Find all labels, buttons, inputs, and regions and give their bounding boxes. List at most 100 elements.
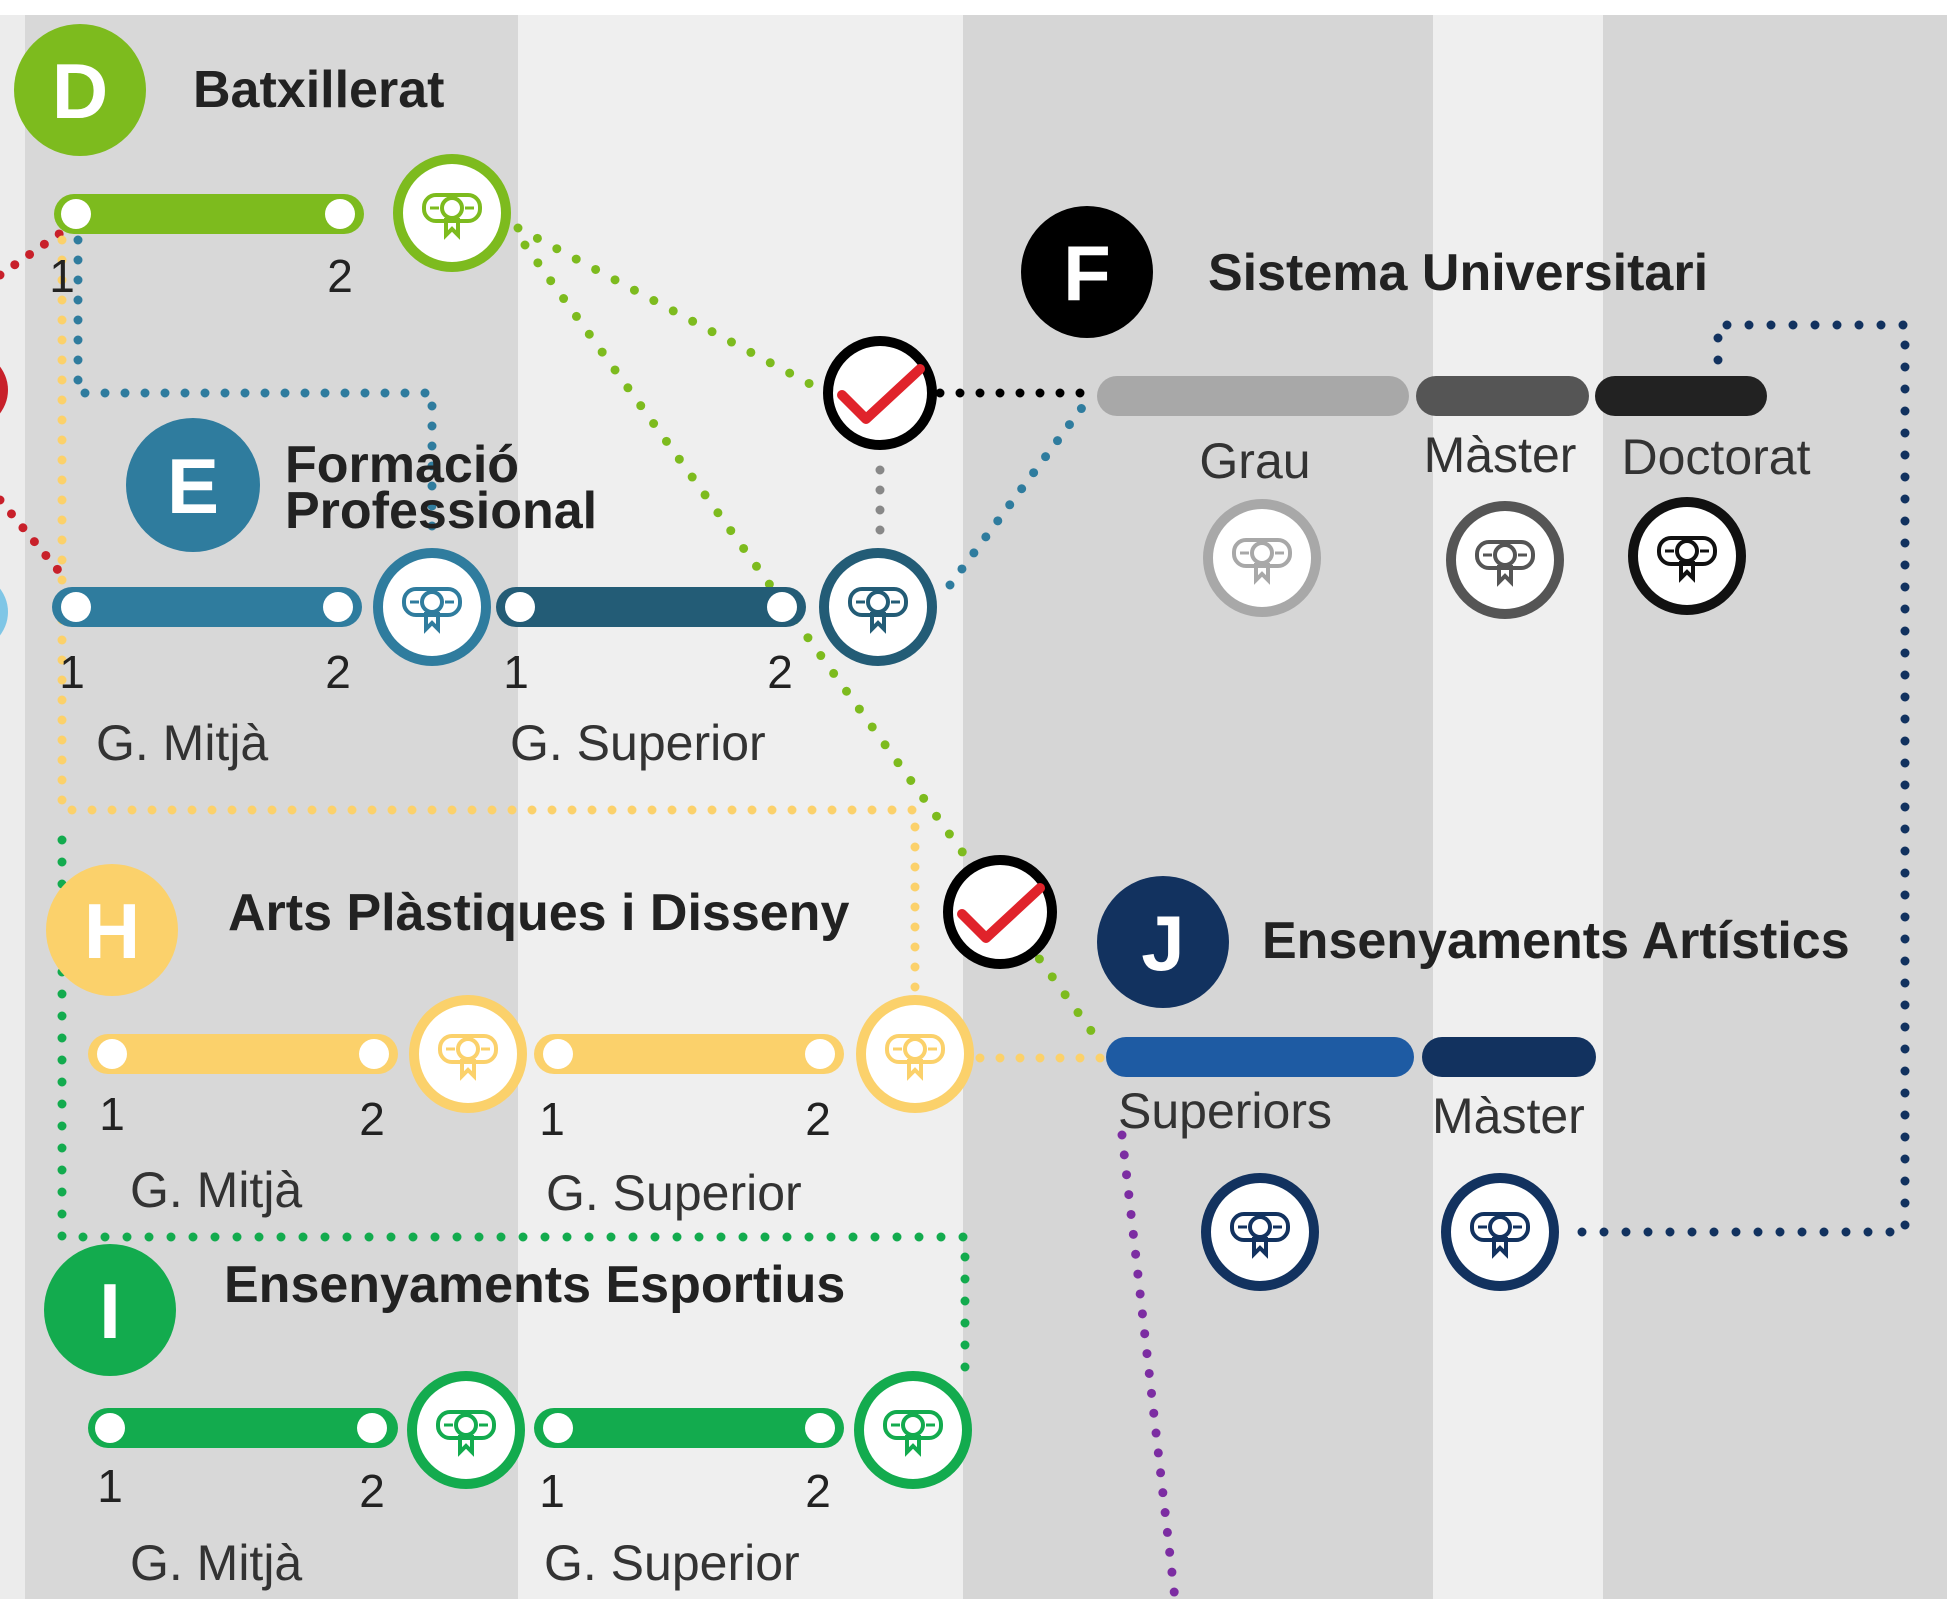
connector-arts [57,235,920,1055]
level-esportius-mitja-1: 1 [97,1460,123,1512]
stop-fp-superior-2 [767,592,797,622]
badge-letter-j: J [1141,899,1184,987]
track-master-uni [1416,376,1589,416]
label-fp-superior: G. Superior [510,715,766,771]
title-fp-line1: Formació [285,436,519,494]
stop-batx-2 [325,199,355,229]
stop-esportius-superior-1 [543,1413,573,1443]
level-batx-1: 1 [49,250,75,302]
label-arts-mitja: G. Mitjà [130,1162,302,1218]
connector-sports [57,835,970,1390]
title-batxillerat: Batxillerat [193,61,444,119]
title-arts: Arts Plàstiques i Disseny [228,884,849,942]
stop-esportius-mitja-1 [95,1413,125,1443]
section-fp: E Formació Professional 1 2 G. Mitjà 1 2… [52,418,937,771]
badge-letter-f: F [1063,229,1111,317]
level-batx-2: 2 [327,250,353,302]
track-batxillerat [54,194,364,234]
badge-fp [126,418,260,552]
badge-letter-i: I [99,1267,121,1355]
stop-arts-mitja-1 [97,1039,127,1069]
label-esportius-superior: G. Superior [544,1535,800,1591]
badge-artistics [1097,876,1229,1008]
edge-badge-red [0,366,8,414]
stop-fp-superior-1 [505,592,535,622]
track-grau [1097,376,1409,416]
connector-purple [1117,1130,1180,1604]
badge-esportius [44,1244,176,1376]
label-arts-superior: G. Superior [546,1165,802,1221]
track-fp-mitja [52,587,362,627]
badge-letter-e: E [167,442,219,530]
track-superiors [1106,1037,1414,1077]
track-esportius-superior [534,1408,844,1448]
stop-fp-mitja-1 [61,592,91,622]
connector-batx-art [520,240,1097,1037]
diploma-icon [856,995,974,1113]
title-esportius: Ensenyaments Esportius [224,1256,845,1314]
level-esportius-mitja-2: 2 [359,1465,385,1517]
track-arts-superior [534,1034,844,1074]
diploma-icon [1203,499,1321,617]
diploma-icon [854,1371,972,1489]
stop-esportius-superior-2 [805,1413,835,1443]
connector-red-1 [0,227,67,280]
section-universitari: F Sistema Universitari Grau Màster Docto… [1021,206,1811,619]
connector-fp [73,235,437,545]
diploma-icon [1628,497,1746,615]
level-esportius-superior-2: 2 [805,1465,831,1517]
level-fp-superior-2: 2 [767,646,793,698]
connector-red-2 [0,495,67,580]
badge-arts [46,864,178,996]
label-master-art: Màster [1432,1088,1585,1144]
section-artistics: J Ensenyaments Artístics Superiors Màste… [1097,876,1850,1291]
band-0 [0,15,25,1599]
section-arts: H Arts Plàstiques i Disseny 1 2 G. Mitjà… [46,864,974,1221]
level-arts-superior-2: 2 [805,1093,831,1145]
checkmark-icon [943,855,1057,969]
band-5 [1603,15,1947,1599]
level-esportius-superior-1: 1 [539,1465,565,1517]
label-superiors: Superiors [1118,1083,1332,1139]
label-grau: Grau [1199,433,1310,489]
level-arts-mitja-1: 1 [99,1088,125,1140]
stop-fp-mitja-2 [323,592,353,622]
stop-arts-mitja-2 [359,1039,389,1069]
diploma-icon [373,548,491,666]
title-artistics: Ensenyaments Artístics [1262,912,1850,970]
diploma-icon [407,1371,525,1489]
level-arts-superior-1: 1 [539,1093,565,1145]
section-esportius: I Ensenyaments Esportius 1 2 G. Mitjà 1 … [44,1244,972,1591]
track-doctorat [1595,376,1767,416]
edge-badge-lightblue [0,588,8,636]
connector-master-doctorat [1577,320,1910,1237]
diploma-icon [1441,1173,1559,1291]
stop-arts-superior-2 [805,1039,835,1069]
track-master-art [1422,1037,1596,1077]
label-doctorat: Doctorat [1622,429,1811,485]
stop-batx-1 [61,199,91,229]
label-master-uni: Màster [1424,427,1577,483]
diploma-icon [409,995,527,1113]
badge-universitari [1021,206,1153,338]
diploma-icon [819,548,937,666]
stop-arts-superior-1 [543,1039,573,1069]
badge-letter-d: D [52,47,108,135]
band-2 [518,15,963,1599]
track-arts-mitja [88,1034,398,1074]
level-fp-mitja-2: 2 [325,646,351,698]
level-fp-superior-1: 1 [503,646,529,698]
diploma-icon [1201,1173,1319,1291]
label-esportius-mitja: G. Mitjà [130,1535,302,1591]
section-batxillerat: D Batxillerat 1 2 [14,24,511,302]
label-fp-mitja: G. Mitjà [96,715,268,771]
badge-letter-h: H [84,887,140,975]
checkmark-icon [823,336,937,450]
stop-esportius-mitja-2 [357,1413,387,1443]
level-fp-mitja-1: 1 [59,646,85,698]
diploma-icon [1446,501,1564,619]
title-fp-line2: Professional [285,482,597,540]
band-4 [1433,15,1603,1599]
track-esportius-mitja [88,1408,398,1448]
